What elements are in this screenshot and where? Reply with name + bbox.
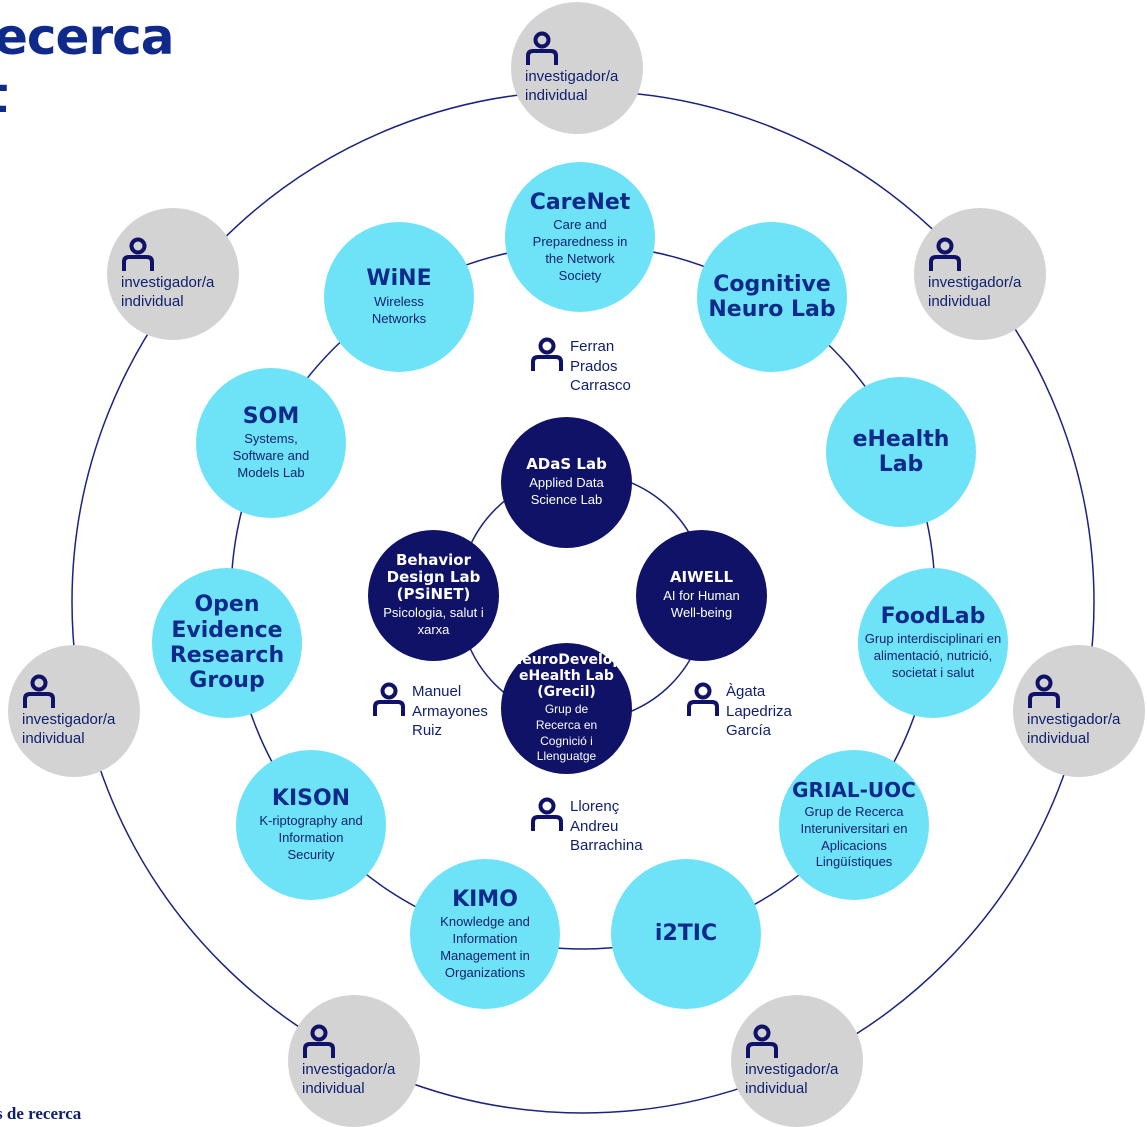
page-title-line2: t (0, 70, 8, 120)
group-som: SOM Systems, Software and Models Lab (196, 368, 346, 518)
person-icon (373, 682, 405, 716)
group-i2tic: i2TIC (611, 859, 761, 1009)
person-icon (687, 682, 719, 716)
researcher-manuel: Manuel Armayones Ruiz (372, 682, 502, 741)
person-icon (531, 797, 563, 831)
individual-researcher-top: investigador/a individual (511, 2, 643, 134)
page-title-line1: ecerca (0, 8, 174, 66)
group-kison: KISON K-riptography and Information Secu… (236, 750, 386, 900)
group-neurodevelop: NeuroDevelop eHealth Lab (Grecil) Grup d… (501, 643, 632, 774)
person-icon (929, 237, 961, 271)
person-icon (23, 674, 55, 708)
group-carenet: CareNet Care and Preparedness in the Net… (505, 162, 655, 312)
individual-researcher-bottom-left: investigador/a individual (288, 995, 420, 1127)
person-icon (122, 237, 154, 271)
group-behavior-design-lab: Behavior Design Lab (PSiNET) Psicologia,… (368, 530, 499, 661)
group-grial-uoc: GRIAL-UOC Grup de Recerca Interuniversit… (779, 750, 929, 900)
person-icon (746, 1024, 778, 1058)
individual-researcher-bottom-right: investigador/a individual (731, 995, 863, 1127)
group-cognitive-neuro-lab: Cognitive Neuro Lab (697, 222, 847, 372)
individual-researcher-right: investigador/a individual (1013, 645, 1145, 777)
person-icon (526, 31, 558, 65)
group-adas-lab: ADaS Lab Applied Data Science Lab (501, 417, 632, 548)
researcher-llorenc: Llorenç Andreu Barrachina (530, 797, 654, 856)
researcher-ferran: Ferran Prados Carrasco (530, 337, 642, 396)
individual-researcher-top-right: investigador/a individual (914, 208, 1046, 340)
group-ehealth-lab: eHealth Lab (826, 377, 976, 527)
group-aiwell: AIWELL AI for Human Well-being (636, 530, 767, 661)
group-open-evidence: Open Evidence Research Group (152, 568, 302, 718)
individual-researcher-left: investigador/a individual (8, 645, 140, 777)
person-icon (531, 337, 563, 371)
group-kimo: KIMO Knowledge and Information Managemen… (410, 859, 560, 1009)
individual-researcher-top-left: investigador/a individual (107, 208, 239, 340)
researcher-agata: Àgata Lapedriza García (686, 682, 804, 741)
person-icon (1028, 674, 1060, 708)
group-wine: WiNE Wireless Networks (324, 222, 474, 372)
footer-caption: s de recerca (0, 1104, 82, 1123)
group-foodlab: FoodLab Grup interdisciplinari en alimen… (858, 568, 1008, 718)
person-icon (303, 1024, 335, 1058)
